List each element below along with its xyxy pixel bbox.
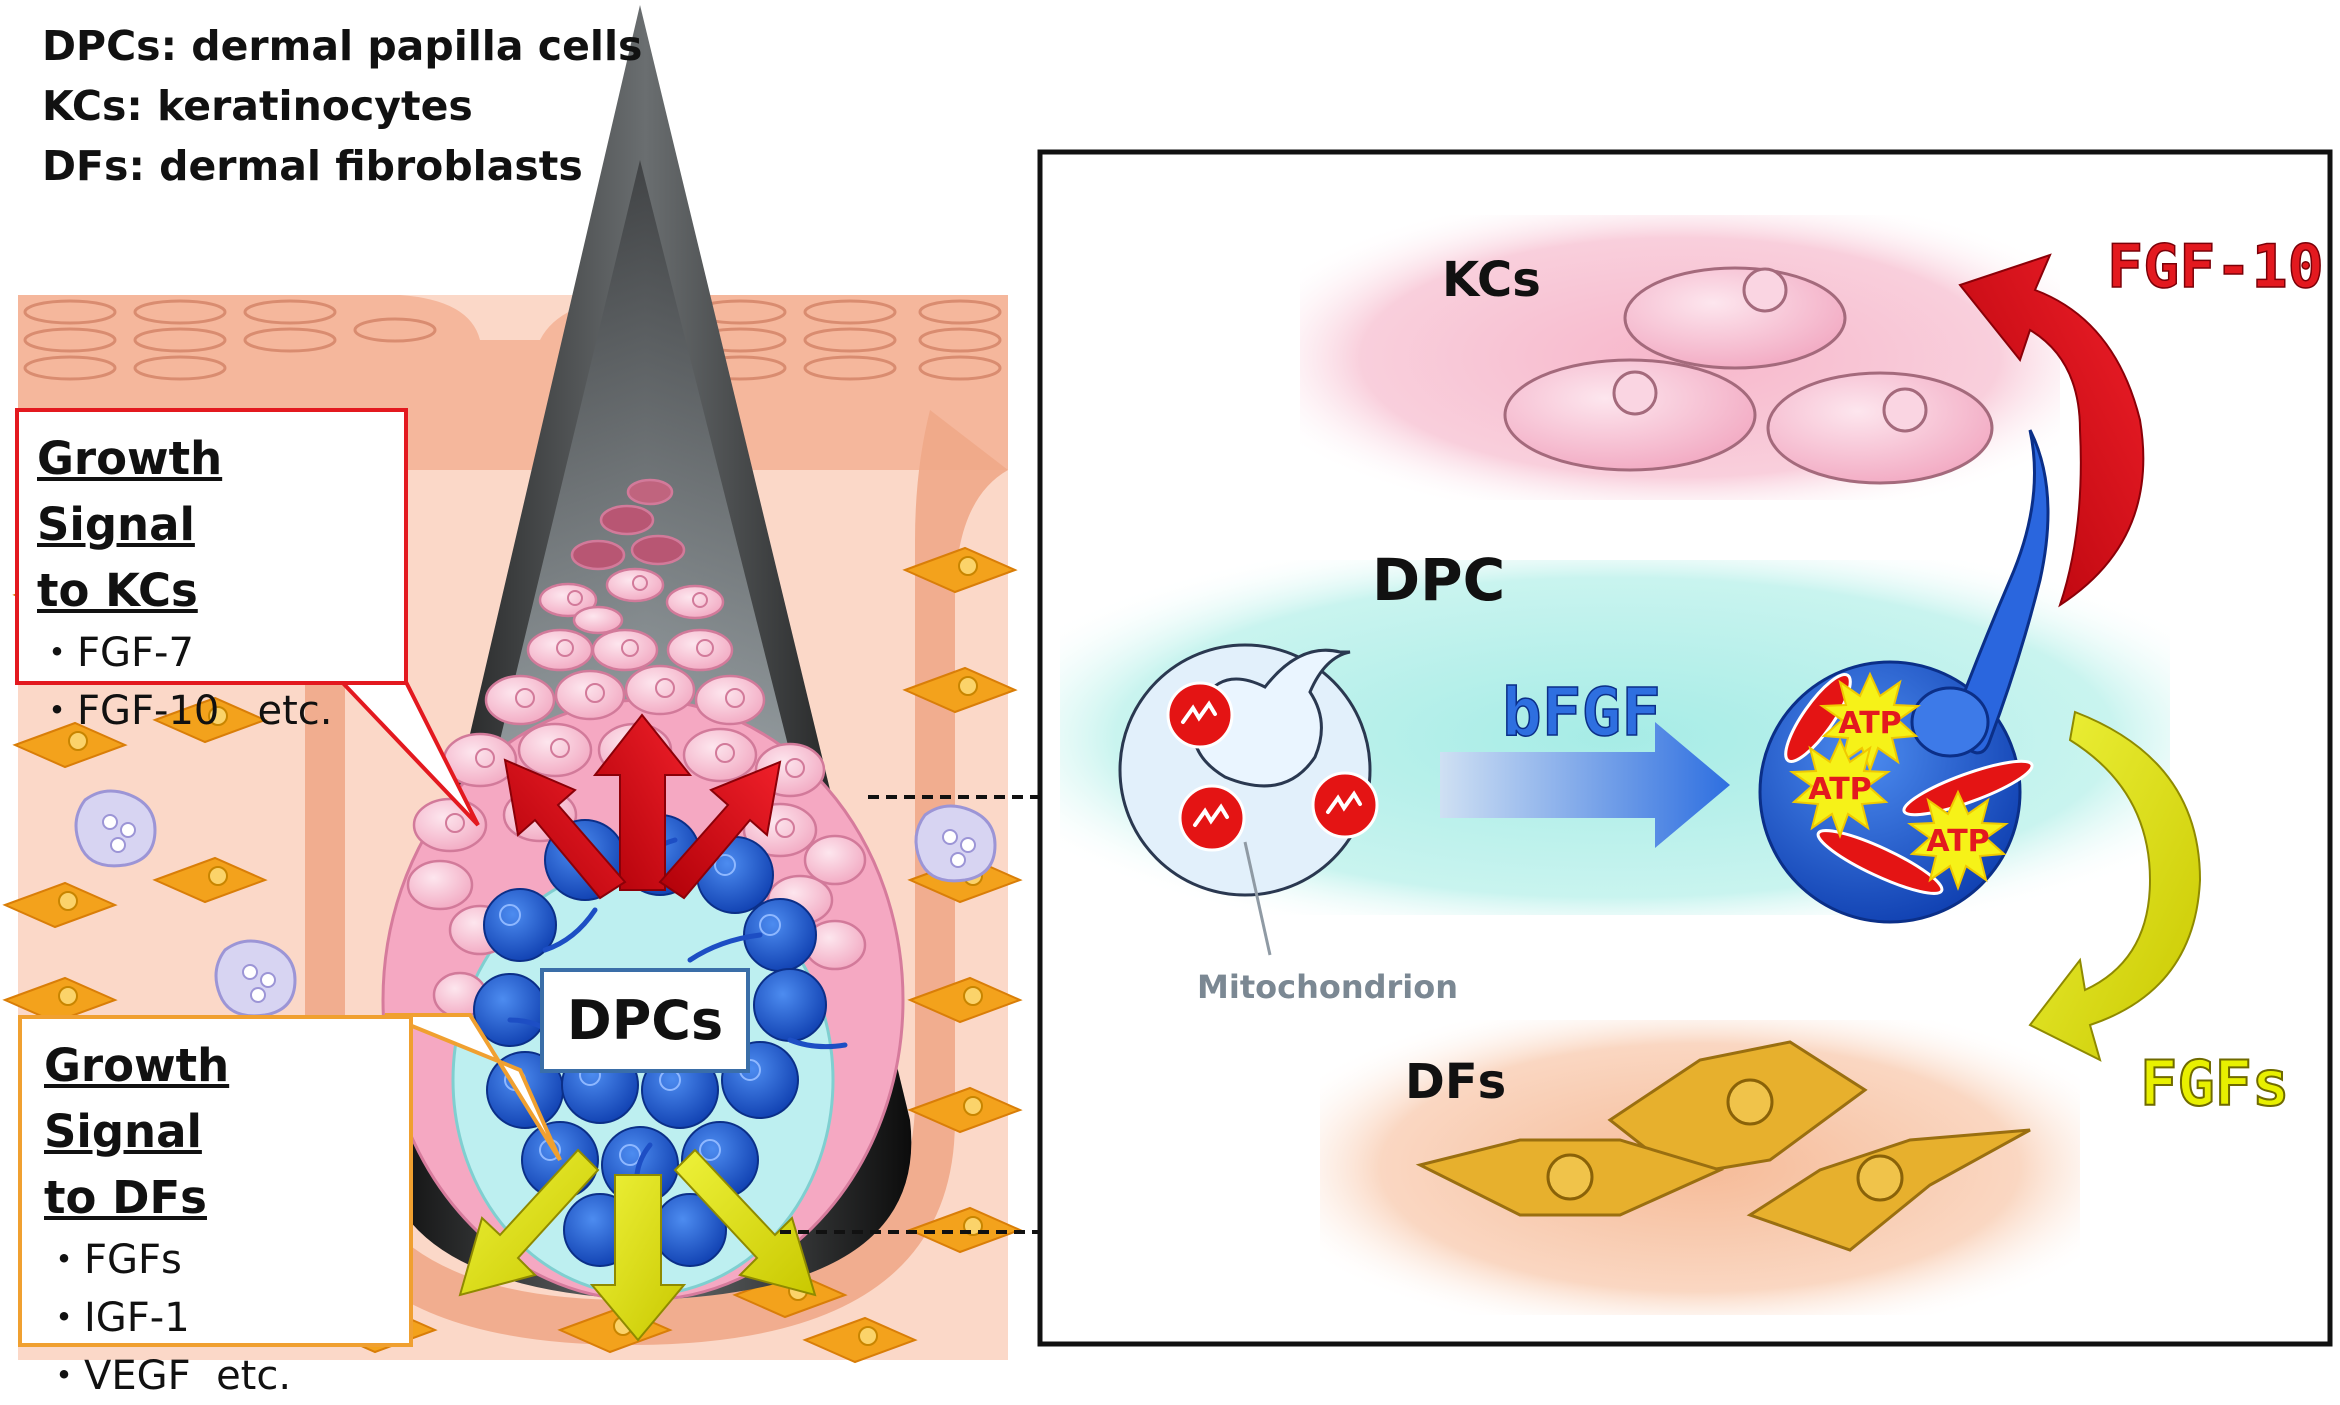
callout-dfs-item: ・IGF-1 — [44, 1295, 190, 1341]
legend-dfs: DFs: dermal fibroblasts — [42, 142, 583, 190]
callout-growth-signal-kcs: Growth Signal to KCs ・FGF-7 ・FGF-10 etc. — [15, 408, 408, 734]
dfs-callout-pointer — [384, 1013, 562, 1162]
callout-kcs-item: ・FGF-10 etc. — [37, 688, 333, 734]
inset-connectors — [780, 795, 1038, 1234]
yellow-growth-arrows — [458, 1148, 817, 1342]
fgf10-arrow — [1958, 253, 2145, 608]
mitochondrion-label: Mitochondrion — [1197, 968, 1458, 1006]
hair-bulb-dpcs-label: DPCs — [540, 968, 750, 1073]
red-growth-arrows — [503, 713, 782, 900]
callout-growth-signal-dfs: Growth Signal to DFs ・FGFs ・IGF-1 ・VEGF … — [18, 1015, 413, 1399]
callout-dfs-heading-2: to DFs — [44, 1171, 207, 1224]
fgf10-label: FGF-10 — [2107, 232, 2324, 302]
callout-kcs-item: ・FGF-7 — [37, 630, 194, 676]
bfgf-arrow — [1440, 722, 1730, 848]
inset-dpc-label: DPC — [1372, 546, 1505, 614]
callout-kcs-heading-2: to KCs — [37, 564, 198, 617]
atp-label-1: ATP — [1838, 706, 1901, 741]
callout-kcs-heading-1: Growth Signal — [37, 432, 223, 551]
inset-dfs-label: DFs — [1405, 1054, 1506, 1110]
legend-kcs: KCs: keratinocytes — [42, 82, 473, 130]
inset-keratinocytes — [1503, 266, 1994, 485]
legend-dpcs: DPCs: dermal papilla cells — [42, 22, 643, 70]
active-mitochondria — [1784, 673, 2034, 895]
mitochondrion-pointer — [1243, 841, 1272, 956]
inset-panel: KCs DPC DFs FGF-10 bFGF FGFs Mitochondri… — [1037, 149, 2333, 1347]
callout-dfs-item: ・VEGF etc. — [44, 1353, 292, 1399]
inset-kcs-label: KCs — [1442, 252, 1541, 308]
pale-dpc-cell — [1118, 643, 1372, 897]
bfgf-label: bFGF — [1502, 674, 1661, 751]
callout-dfs-heading-1: Growth Signal — [44, 1039, 230, 1158]
atp-label-2: ATP — [1808, 772, 1871, 807]
fgfs-label: FGFs — [2140, 1047, 2289, 1120]
atp-label-3: ATP — [1926, 824, 1989, 859]
callout-dfs-item: ・FGFs — [44, 1237, 182, 1283]
fgfs-arrow — [2028, 710, 2202, 1062]
